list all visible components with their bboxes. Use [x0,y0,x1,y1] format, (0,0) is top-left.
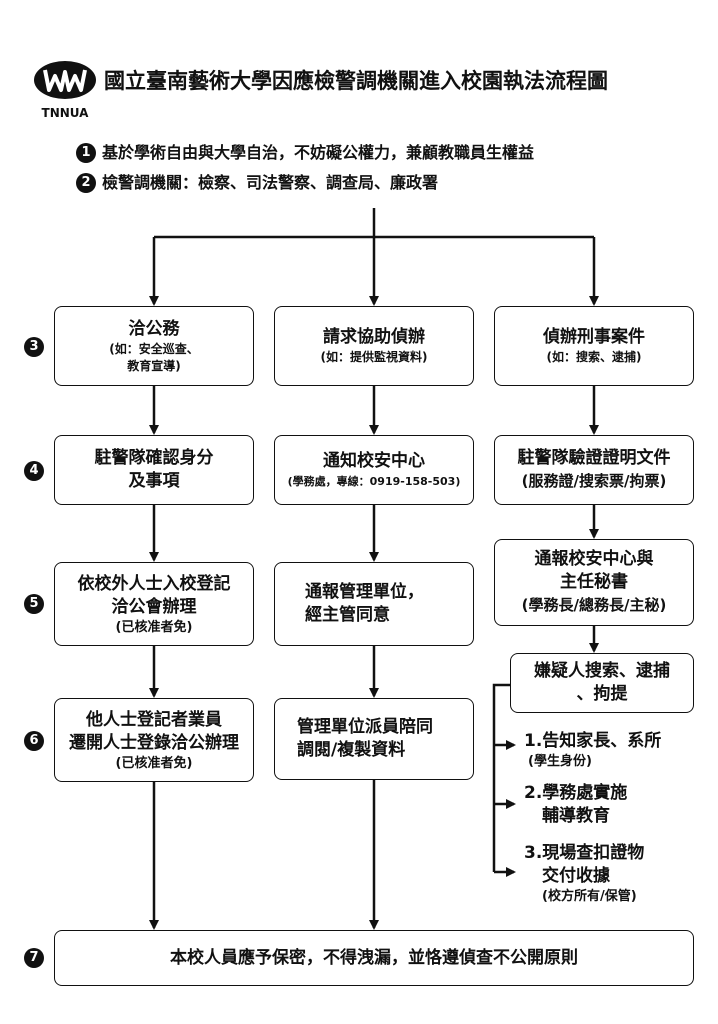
col2-box-request-assistance: 請求協助偵辦 (如：提供監視資料) [274,306,474,386]
step3-line1: 3.現場查扣證物 [524,843,645,863]
logo-text: TNNUA [41,106,89,120]
step3-line2: 交付收據 [542,866,610,886]
step-counseling: 2.學務處實施 輔導教育 [524,782,704,828]
col3-b4-line1: 嫌疑人搜索、逮捕 [534,661,670,681]
col3-b1-title: 偵辦刑事案件 [543,327,645,347]
row-number-6: 6 [24,731,44,751]
step2-line1: 2.學務處實施 [524,783,628,803]
col1-b1-sub2: 教育宣導) [127,358,181,373]
note-text-1: 基於學術自由與大學自治，不妨礙公權力，兼顧教職員生權益 [102,143,535,162]
col3-b3-line3: (學務長/總務長/主秘) [521,596,667,614]
col2-b3-line2: 經主管同意 [305,605,390,625]
step1-line1: 1.告知家長、系所 [524,731,662,751]
note-text-2: 檢警調機關：檢察、司法警察、調查局、廉政署 [102,173,439,192]
footer-confidentiality-box: 本校人員應予保密，不得洩漏，並恪遵偵查不公開原則 [54,930,694,986]
col2-b2-title: 通知校安中心 [323,451,425,471]
col1-b3-line2: 洽公會辦理 [111,596,197,617]
step3-sub: (校方所有/保管) [542,889,637,904]
row-number-3: 3 [24,337,44,357]
col1-b3-sub: (已核准者免) [115,619,193,635]
page-title: 國立臺南藝術大學因應檢警調機關進入校園執法流程圖 [104,69,608,93]
col2-box-notify-management-unit: 通報管理單位， 經主管同意 [274,562,474,646]
col1-box-visitor-registration: 依校外人士入校登記 洽公會辦理 (已核准者免) [54,562,254,646]
row-number-7: 7 [24,948,44,968]
col1-box-other-registration: 他人士登記者業員 遷開人士登錄洽公辦理 (已核准者免) [54,698,254,782]
step-seize-evidence: 3.現場查扣證物 交付收據 (校方所有/保管) [524,842,704,905]
col2-box-management-escort: 管理單位派員陪同 調閱/複製資料 [274,698,474,780]
col3-b2-line2: (服務證/搜索票/拘票) [521,472,667,490]
footer-text: 本校人員應予保密，不得洩漏，並恪遵偵查不公開原則 [170,947,578,968]
col1-b1-sub1: (如：安全巡查、 [109,341,199,356]
row-number-5: 5 [24,594,44,614]
col2-b4-line1: 管理單位派員陪同 [297,717,433,737]
steps-bracket-line [492,683,510,872]
col3-b3-line1: 通報校安中心與 [534,549,654,569]
col1-b2-line1: 駐警隊確認身分 [94,448,214,468]
col3-box-verify-documents: 駐警隊驗證證明文件 (服務證/搜索票/拘票) [494,435,694,505]
note-number-1: 1 [76,143,96,163]
col2-b4-line2: 調閱/複製資料 [297,740,406,760]
step2-line2: 輔導教育 [542,806,610,826]
col3-b3-line2: 主任秘書 [560,572,628,592]
col2-b1-title: 請求協助偵辦 [323,327,425,347]
col1-b2-line2: 及事項 [128,471,180,491]
col3-box-criminal-case: 偵辦刑事案件 (如：搜索、逮捕) [494,306,694,386]
row-number-4: 4 [24,461,44,481]
col3-b1-sub: (如：搜索、逮捕) [546,350,642,364]
tnnua-logo-icon [34,61,96,99]
col3-b2-line1: 駐警隊驗證證明文件 [517,448,671,468]
col3-b4-line2: 、拘提 [576,684,628,704]
col3-box-suspect-search: 嫌疑人搜索、逮捕 、拘提 [510,653,694,713]
note-number-2: 2 [76,173,96,193]
col3-box-notify-secretary: 通報校安中心與 主任秘書 (學務長/總務長/主秘) [494,539,694,626]
col2-b2-sub: (學務處，專線：0919-158-503) [287,475,461,488]
col2-box-notify-safety-center: 通知校安中心 (學務處，專線：0919-158-503) [274,435,474,505]
col2-b3-line1: 通報管理單位， [305,582,424,602]
step-notify-parents: 1.告知家長、系所 (學生身份) [524,730,704,770]
col2-b1-sub: (如：提供監視資料) [320,350,428,364]
col1-box-verify-identity: 駐警隊確認身分 及事項 [54,435,254,505]
col1-b1-title: 洽公務 [128,318,180,339]
col1-b4-sub: (已核准者免) [115,755,193,771]
col1-box-official-business: 洽公務 (如：安全巡查、 教育宣導) [54,306,254,386]
col1-b3-line1: 依校外人士入校登記 [77,573,231,594]
col1-b4-line1: 他人士登記者業員 [86,709,222,730]
step1-sub: (學生身份) [528,754,592,769]
logo: TNNUA [33,60,97,120]
col1-b4-line2: 遷開人士登錄洽公辦理 [69,732,239,753]
